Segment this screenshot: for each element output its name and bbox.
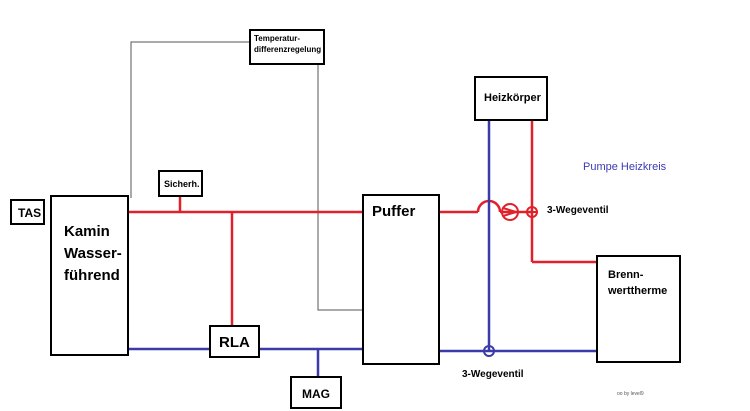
sicherh-label: Sicherh. bbox=[164, 179, 200, 189]
sicherh-box: Sicherh. bbox=[158, 170, 203, 197]
rla-label: RLA bbox=[219, 334, 250, 351]
wegeventil-bottom-label: 3-Wegeventil bbox=[462, 369, 524, 380]
heizkoerper-box: Heizkörper bbox=[474, 76, 548, 121]
return-lines bbox=[128, 121, 597, 376]
brennwerttherme-label-1: Brenn- bbox=[608, 269, 644, 281]
brennwerttherme-label-2: werttherme bbox=[608, 285, 668, 297]
tas-sensor-box: TAS bbox=[10, 199, 45, 225]
puffer-label: Puffer bbox=[372, 203, 416, 220]
puffer-box: Puffer bbox=[362, 194, 440, 365]
mag-label: MAG bbox=[302, 387, 330, 401]
pumpe-heizkreis-label: Pumpe Heizkreis bbox=[583, 161, 667, 173]
temperatur-label-1: Temperatur- bbox=[254, 34, 301, 43]
three-way-valve-icon bbox=[483, 345, 495, 357]
supply-lines bbox=[128, 121, 597, 325]
brennwerttherme-box: Brenn- werttherme bbox=[596, 255, 681, 363]
control-wire-puffer bbox=[317, 64, 363, 311]
heizkoerper-label: Heizkörper bbox=[484, 92, 541, 104]
temperaturdifferenzregelung-box: Temperatur- differenzregelung bbox=[249, 29, 325, 65]
credit-label: oo by level9 bbox=[617, 391, 644, 397]
control-wire-kamin bbox=[130, 41, 250, 198]
kamin-label-1: Kamin bbox=[64, 223, 110, 240]
kamin-label-2: Wasser- bbox=[64, 245, 122, 262]
wegeventil-top-label: 3-Wegeventil bbox=[547, 205, 609, 216]
three-way-valve-icon bbox=[526, 206, 538, 218]
temperatur-label-2: differenzregelung bbox=[254, 45, 322, 54]
rla-box: RLA bbox=[209, 325, 260, 358]
kamin-box: Kamin Wasser- führend bbox=[50, 195, 129, 356]
mag-box: MAG bbox=[290, 376, 342, 409]
tas-label: TAS bbox=[18, 206, 42, 220]
kamin-label-3: führend bbox=[64, 267, 120, 284]
control-wiring bbox=[130, 41, 363, 311]
pump-icon bbox=[501, 203, 519, 221]
